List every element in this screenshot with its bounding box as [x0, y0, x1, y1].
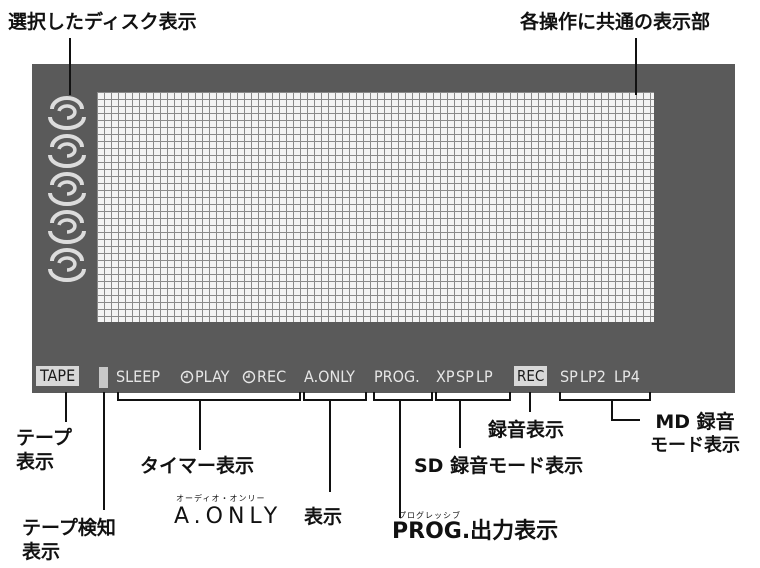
rec-display-label: 録音表示	[488, 419, 565, 441]
md-rec-mode-label-line2: モード表示	[650, 435, 740, 456]
md-sp-indicator: SP	[560, 367, 578, 386]
dot-matrix-display	[97, 92, 654, 322]
play-indicator: PLAY	[195, 367, 230, 386]
sleep-indicator: SLEEP	[116, 367, 161, 386]
rec-timer-indicator: REC	[257, 367, 287, 386]
aonly-main-label: A.ONLY	[174, 504, 283, 529]
disc-icon	[48, 248, 86, 282]
tape-display-label-line1: テープ	[16, 427, 72, 449]
common-display-label: 各操作に共通の表示部	[520, 11, 711, 33]
prog-output-label: PROG.出力表示	[392, 519, 559, 544]
disc-icon	[48, 134, 86, 168]
disc-icon	[48, 96, 86, 130]
tape-sensor-indicator	[99, 367, 108, 388]
md-rec-mode-label: MD 録音 モード表示	[650, 410, 740, 458]
tape-sense-label-line2: 表示	[22, 541, 61, 563]
disc-icon	[48, 210, 86, 244]
sd-sp-indicator: SP	[456, 367, 474, 386]
prog-ruby: プログレッシブ	[398, 511, 461, 520]
clock-icon	[242, 370, 256, 384]
tape-display-label-line2: 表示	[16, 451, 55, 473]
sd-lp-indicator: LP	[476, 367, 493, 386]
timer-display-label: タイマー表示	[140, 455, 255, 477]
rec-indicator: REC	[514, 366, 548, 386]
tape-indicator: TAPE	[36, 366, 80, 386]
md-lp4-indicator: LP4	[614, 367, 640, 386]
selected-disc-label: 選択したディスク表示	[8, 11, 197, 33]
prog-indicator: PROG.	[374, 367, 420, 386]
sd-rec-mode-label: SD 録音モード表示	[414, 455, 584, 477]
md-rec-mode-label-line1: MD 録音	[655, 411, 735, 433]
tape-sense-label-line1: テープ検知	[22, 517, 116, 539]
disc-icon	[48, 172, 86, 206]
clock-icon	[180, 370, 194, 384]
tape-display-label: テープ 表示	[16, 426, 72, 474]
aonly-ruby: オーディオ・オンリー	[176, 494, 266, 503]
sd-xp-indicator: XP	[436, 367, 455, 386]
aonly-indicator: A.ONLY	[304, 367, 355, 386]
aonly-suffix-label: 表示	[304, 506, 343, 528]
tape-sense-label: テープ検知 表示	[22, 516, 116, 564]
md-lp2-indicator: LP2	[580, 367, 606, 386]
disc-indicators	[44, 96, 96, 284]
